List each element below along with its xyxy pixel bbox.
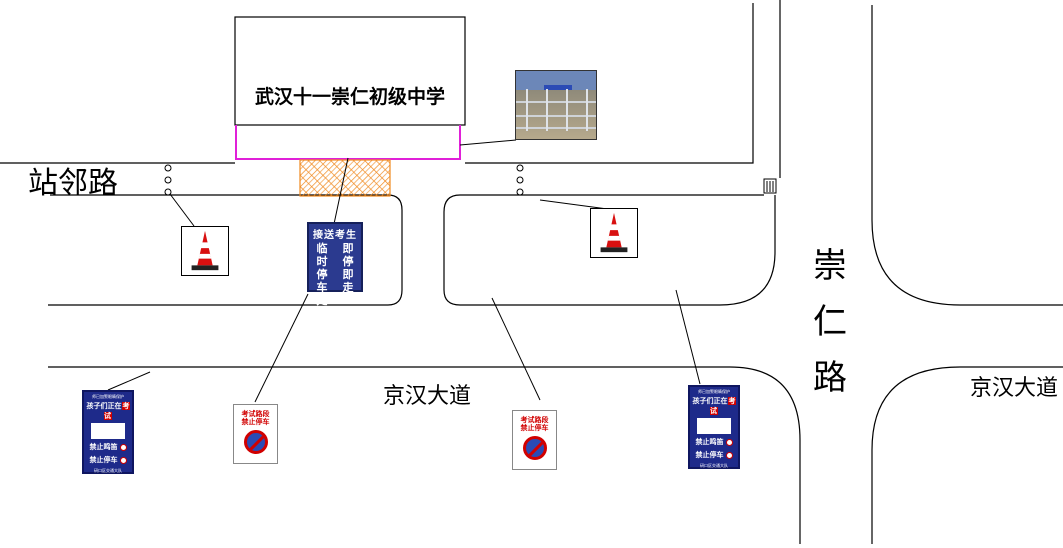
children-exam-sign-left: 师已加警眼睛保护 孩子们正在考试 禁止鸣笛 禁止停车 研口区交通大队 xyxy=(82,390,134,474)
child-sign-top: 师已加警眼睛保护 xyxy=(92,394,124,399)
no-horn-icon xyxy=(119,443,127,451)
child-sign-footer: 研口区交通大队 xyxy=(94,468,122,473)
photo-rail xyxy=(516,101,596,103)
child-sign-headline: 孩子们正在考试 xyxy=(690,396,738,416)
bollards-right xyxy=(516,164,524,196)
child-sign-headline-a: 孩子们正在 xyxy=(692,397,728,405)
photo-post xyxy=(586,89,588,131)
leader-cone-left xyxy=(169,193,195,227)
road-label-zhanlin: 站邻路 xyxy=(28,166,118,201)
pickup-sign-columns: 临时停车处 即停即走 xyxy=(309,242,361,307)
exam-no-parking-sign-left: 考试路段 禁止停车 xyxy=(233,404,278,464)
leader-child-left xyxy=(107,371,151,391)
island-right xyxy=(443,194,776,306)
leader-exam-left xyxy=(254,293,309,403)
no-parking-icon xyxy=(522,436,547,460)
leader-exam-right xyxy=(491,297,541,401)
child-sign-headline: 孩子们正在考试 xyxy=(84,401,132,421)
right-block-lower xyxy=(871,366,1063,544)
photo-rail xyxy=(516,127,596,129)
no-horn-icon xyxy=(725,438,733,446)
gate-bars xyxy=(766,181,774,192)
traffic-cone-icon xyxy=(600,212,628,253)
traffic-cone-icon xyxy=(191,230,219,271)
exam-sign-line2: 禁止停车 xyxy=(520,424,549,432)
child-sign-row2: 禁止停车 xyxy=(84,455,132,465)
exam-sign-line1: 考试路段 xyxy=(520,416,549,424)
road-label-chongren: 崇 仁 路 xyxy=(812,238,848,406)
road-label-jinghan-right: 京汉大道 xyxy=(970,376,1059,401)
barricade-photo xyxy=(515,70,597,140)
no-parking-icon xyxy=(119,456,127,464)
road-label-jinghan-main: 京汉大道 xyxy=(383,384,472,409)
leader-photo xyxy=(459,139,517,146)
child-sign-illustration xyxy=(91,423,125,439)
island-left xyxy=(48,194,403,306)
school-name: 武汉十一崇仁初级中学 xyxy=(254,86,445,108)
road-label-chongren-char: 仁 xyxy=(813,302,847,342)
exam-no-parking-sign-right: 考试路段 禁止停车 xyxy=(512,410,557,470)
no-parking-icon xyxy=(243,430,268,454)
bollards-left xyxy=(164,164,172,196)
photo-post xyxy=(546,89,548,131)
block-top-right xyxy=(465,3,754,164)
exam-sign-line2: 禁止停车 xyxy=(241,418,270,426)
child-sign-row2-text: 禁止停车 xyxy=(695,451,724,459)
traffic-cone-sign-left xyxy=(181,226,229,276)
child-sign-illustration xyxy=(697,418,731,434)
child-sign-row1: 禁止鸣笛 xyxy=(84,442,132,452)
school-gate-outline xyxy=(235,125,461,160)
child-sign-footer: 研口区交通大队 xyxy=(700,463,728,468)
leader-pickup xyxy=(333,157,349,225)
pickup-sign-col2: 即停即走 xyxy=(342,242,354,294)
child-sign-top: 师已加警眼睛保护 xyxy=(698,389,730,394)
jinghan-road-upper-edge xyxy=(48,366,801,544)
child-sign-row2: 禁止停车 xyxy=(690,450,738,460)
child-sign-row1-text: 禁止鸣笛 xyxy=(695,438,724,446)
traffic-cone-sign-right xyxy=(590,208,638,258)
pickup-parking-sign: 接送考生 临时停车处 即停即走 xyxy=(307,222,363,307)
child-sign-headline-a: 孩子们正在 xyxy=(86,402,122,410)
photo-banner xyxy=(544,85,572,90)
road-label-chongren-char: 崇 xyxy=(813,246,847,286)
pickup-sign-title: 接送考生 xyxy=(313,230,357,241)
photo-rail xyxy=(516,115,596,117)
no-parking-icon xyxy=(725,451,733,459)
school-building xyxy=(234,16,466,126)
exam-sign-line1: 考试路段 xyxy=(241,410,270,418)
child-sign-row2-text: 禁止停车 xyxy=(89,456,118,464)
right-block-upper xyxy=(871,5,1063,306)
photo-post xyxy=(566,89,568,131)
leader-child-right xyxy=(675,289,701,385)
hatched-zone-cross xyxy=(300,160,390,196)
pickup-sign-col1: 临时停车处 xyxy=(316,242,328,307)
child-sign-row1: 禁止鸣笛 xyxy=(690,437,738,447)
children-exam-sign-right: 师已加警眼睛保护 孩子们正在考试 禁止鸣笛 禁止停车 研口区交通大队 xyxy=(688,385,740,469)
photo-post xyxy=(526,89,528,131)
road-label-chongren-char: 路 xyxy=(813,358,847,398)
child-sign-row1-text: 禁止鸣笛 xyxy=(89,443,118,451)
